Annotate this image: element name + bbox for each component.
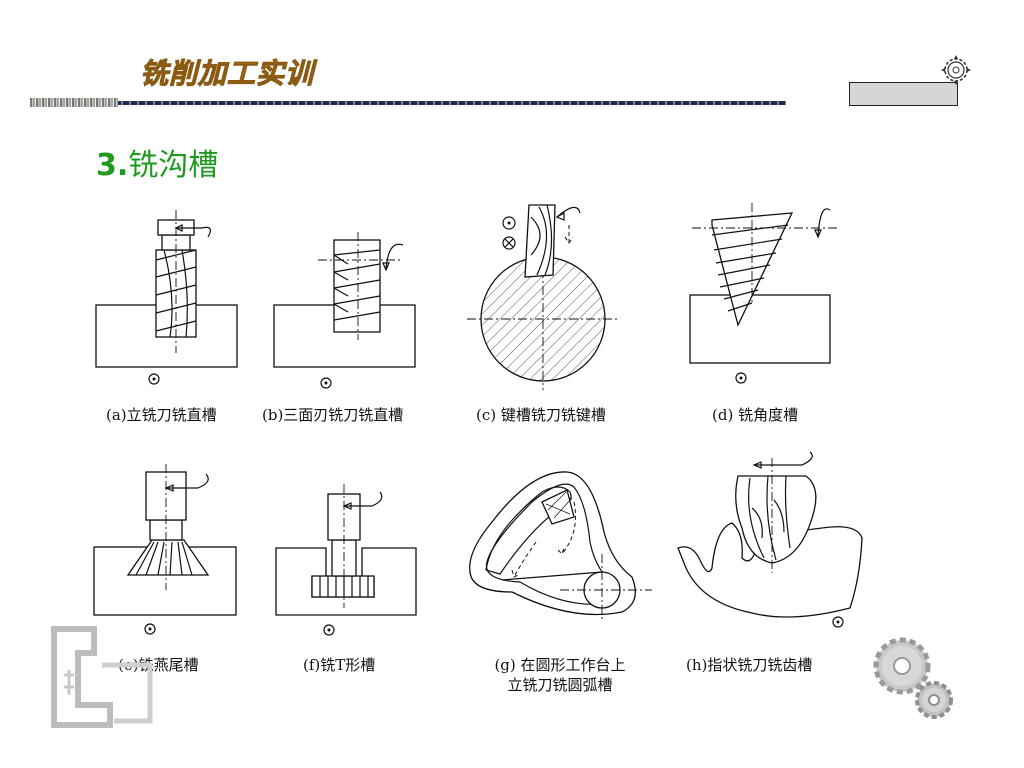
caption-b: (b)三面刃铣刀铣直槽	[262, 406, 404, 424]
section-number: 3.	[96, 148, 129, 183]
caption-c: (c) 键槽铣刀铣键槽	[476, 406, 606, 424]
figure-f	[275, 484, 417, 636]
caption-g-line2: 立铣刀铣圆弧槽	[507, 676, 613, 694]
caption-f: (f)铣T形槽	[303, 656, 376, 674]
caption-h: (h)指状铣刀铣齿槽	[686, 656, 813, 674]
gear-icon	[941, 55, 971, 85]
figure-e	[93, 464, 237, 635]
header-rule	[118, 101, 786, 105]
figure-g	[469, 471, 652, 622]
figure-b	[273, 232, 416, 389]
caption-g-line1: (g) 在圆形工作台上	[494, 656, 626, 674]
section-heading: 3.铣沟槽	[96, 140, 218, 184]
caption-e: (e)铣燕尾槽	[118, 656, 199, 674]
header-dither-bar	[30, 98, 118, 107]
section-title: 铣沟槽	[128, 148, 219, 183]
figure-c	[467, 204, 620, 390]
figure-a	[95, 210, 238, 385]
caption-a: (a)立铣刀铣直槽	[106, 406, 217, 424]
header-box	[849, 82, 958, 106]
caption-g: (g) 在圆形工作台上 立铣刀铣圆弧槽	[480, 655, 640, 695]
gears-icon	[873, 637, 953, 719]
logo-icon	[51, 626, 153, 728]
header-title: 铣削加工实训	[139, 57, 315, 91]
figure-d	[689, 203, 837, 384]
caption-d: (d) 铣角度槽	[712, 406, 799, 424]
figure-h	[677, 451, 863, 628]
